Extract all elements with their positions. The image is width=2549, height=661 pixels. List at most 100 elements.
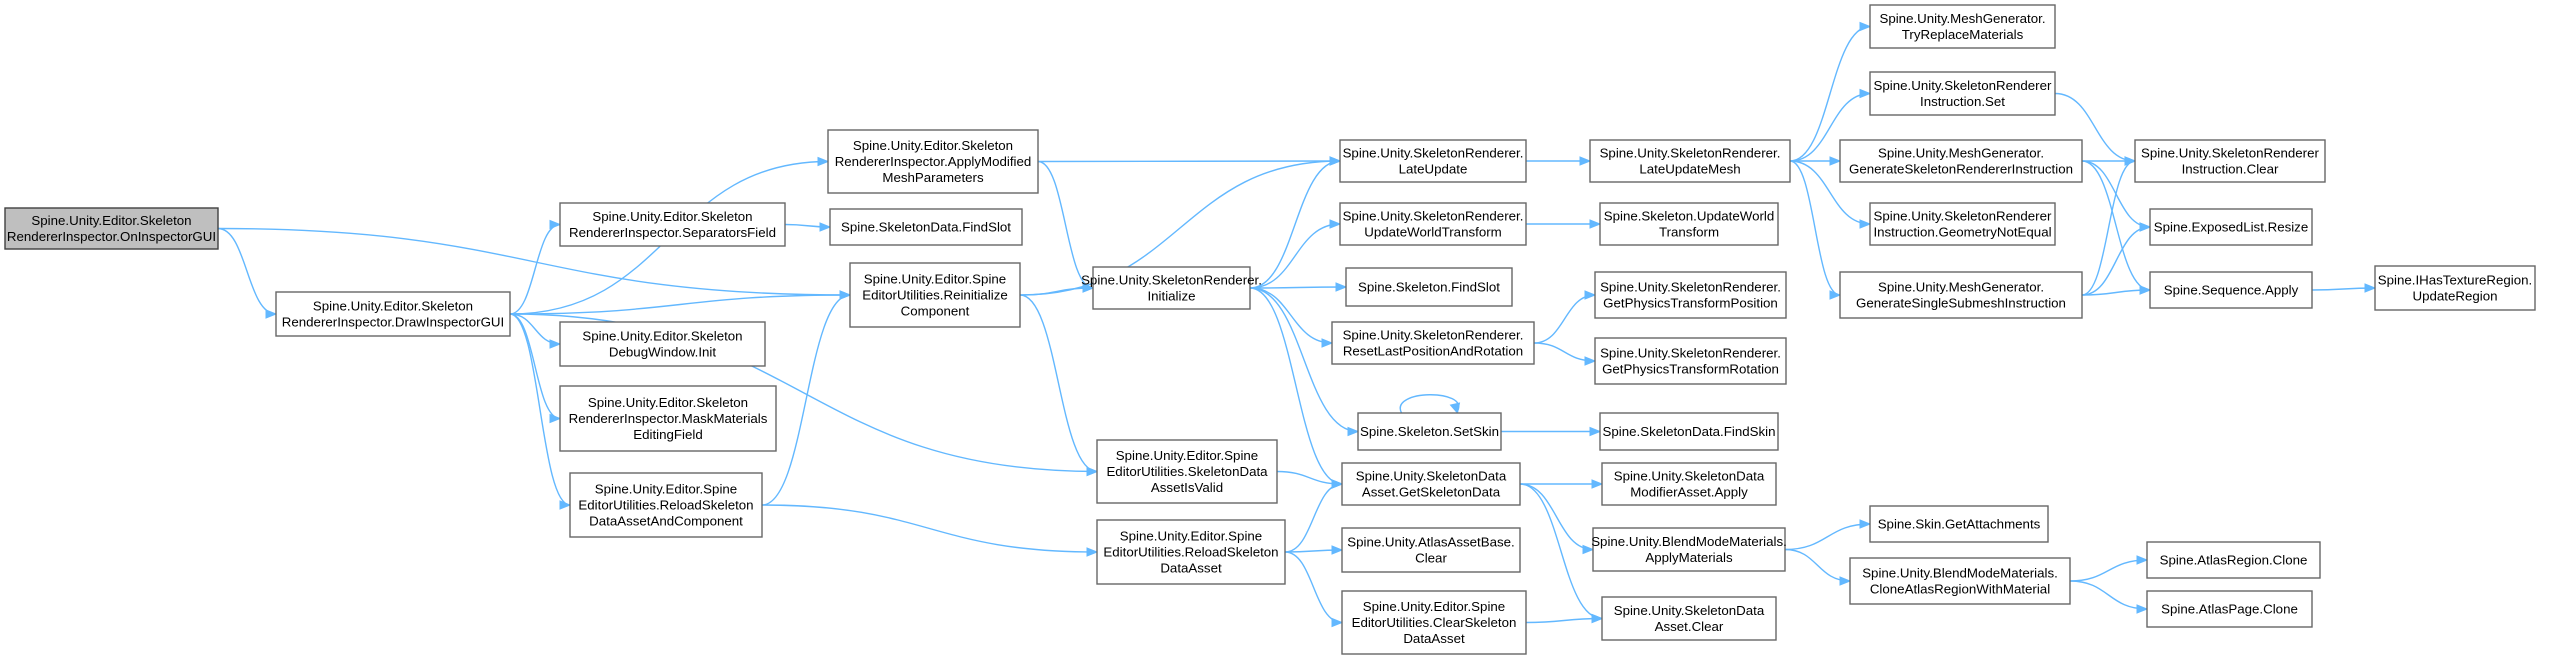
node-skUpdWorld[interactable]: Spine.Skeleton.UpdateWorldTransform [1599, 202, 1779, 246]
node-sdaValid[interactable]: Spine.Unity.Editor.SpineEditorUtilities.… [1096, 439, 1278, 504]
node-getSD[interactable]: Spine.Unity.SkeletonDataAsset.GetSkeleto… [1341, 462, 1521, 506]
node-label: RendererInspector.OnInspectorGUI [7, 229, 216, 244]
node-reinit[interactable]: Spine.Unity.Editor.SpineEditorUtilities.… [849, 262, 1021, 328]
edge-reloadSDA-to-atlasClear [1284, 545, 1344, 555]
node-updWorldTr[interactable]: Spine.Unity.SkeletonRenderer.UpdateWorld… [1339, 202, 1527, 246]
node-label: Spine.Unity.SkeletonData [1356, 469, 1507, 484]
node-lateUpdate[interactable]: Spine.Unity.SkeletonRenderer.LateUpdate [1339, 139, 1527, 183]
node-box [4, 207, 219, 250]
node-label: Spine.Unity.SkeletonRenderer. [1343, 209, 1524, 224]
node-label: Instruction.Clear [2182, 162, 2279, 177]
node-applyMats[interactable]: Spine.Unity.BlendModeMaterials.ApplyMate… [1591, 527, 1787, 572]
node-label: Spine.Unity.SkeletonRenderer. [1600, 280, 1781, 295]
node-label: Asset.Clear [1655, 619, 1724, 634]
node-label: GetPhysicsTransformRotation [1602, 362, 1779, 377]
node-skFindSlot[interactable]: Spine.Skeleton.FindSlot [1345, 267, 1513, 307]
edge-draw-to-reloadComp [509, 313, 572, 510]
node-box [1869, 4, 2056, 49]
node-label: Spine.Unity.SkeletonRenderer [1874, 78, 2052, 93]
node-label: DataAssetAndComponent [589, 514, 743, 529]
node-label: Spine.Skeleton.SetSkin [1360, 424, 1499, 439]
edge-clearSDA-to-sdaClear [1525, 613, 1604, 624]
node-setSkin[interactable]: Spine.Skeleton.SetSkin [1357, 412, 1502, 451]
node-label: LateUpdateMesh [1639, 162, 1740, 177]
node-box [1339, 139, 1527, 183]
node-box [1869, 505, 2049, 543]
node-box [2146, 541, 2321, 579]
edge-srInit-to-setSkin [1249, 287, 1360, 437]
node-label: EditingField [633, 427, 702, 442]
node-lateMesh[interactable]: Spine.Unity.SkeletonRenderer.LateUpdateM… [1589, 139, 1791, 183]
node-box [1341, 462, 1521, 506]
node-atlasClear[interactable]: Spine.Unity.AtlasAssetBase.Clear [1341, 527, 1521, 573]
node-box [1849, 557, 2071, 605]
node-seqApply[interactable]: Spine.Sequence.Apply [2149, 271, 2313, 309]
edge-draw-to-sepField [509, 219, 562, 315]
node-label: Spine.AtlasPage.Clone [2161, 602, 2298, 617]
node-label: DebugWindow.Init [609, 345, 716, 360]
node-regClone[interactable]: Spine.AtlasRegion.Clone [2146, 541, 2321, 579]
node-box [1599, 412, 1779, 451]
node-debugWin[interactable]: Spine.Unity.Editor.SkeletonDebugWindow.I… [559, 321, 766, 367]
node-box [1345, 267, 1513, 307]
node-label: Spine.SkeletonData.FindSkin [1603, 424, 1776, 439]
node-sdFindSlot[interactable]: Spine.SkeletonData.FindSlot [829, 208, 1023, 246]
node-updRegion[interactable]: Spine.IHasTextureRegion.UpdateRegion [2374, 265, 2536, 311]
node-modApply[interactable]: Spine.Unity.SkeletonDataModifierAsset.Ap… [1601, 462, 1777, 506]
edge-reloadComp-to-reinit [761, 290, 852, 506]
node-label: Spine.Unity.Editor.Spine [1116, 448, 1258, 463]
node-box [1092, 266, 1251, 310]
edge-resetLast-to-physRot [1533, 342, 1597, 366]
node-pageClone[interactable]: Spine.AtlasPage.Clone [2146, 590, 2313, 628]
node-label: RendererInspector.DrawInspectorGUI [282, 315, 504, 330]
node-physPos[interactable]: Spine.Unity.SkeletonRenderer.GetPhysicsT… [1594, 271, 1787, 319]
node-geoNotEq[interactable]: Spine.Unity.SkeletonRendererInstruction.… [1869, 202, 2056, 246]
node-label: RendererInspector.ApplyModified [835, 154, 1032, 169]
node-draw[interactable]: Spine.Unity.Editor.SkeletonRendererInspe… [275, 291, 511, 337]
node-tryReplace[interactable]: Spine.Unity.MeshGenerator.TryReplaceMate… [1869, 4, 2056, 49]
edge-getSD-to-modApply [1519, 479, 1604, 489]
node-label: Spine.Unity.SkeletonRenderer. [1600, 146, 1781, 161]
node-label: Spine.Unity.Editor.Spine [1120, 529, 1262, 544]
edge-resetLast-to-physPos [1533, 290, 1597, 344]
edge-srInit-to-lateUpdate [1249, 156, 1342, 289]
node-applyMod[interactable]: Spine.Unity.Editor.SkeletonRendererInspe… [827, 129, 1039, 194]
node-physRot[interactable]: Spine.Unity.SkeletonRenderer.GetPhysicsT… [1594, 337, 1787, 385]
node-box [569, 472, 763, 538]
node-label: Spine.Unity.Editor.Skeleton [592, 209, 752, 224]
node-root[interactable]: Spine.Unity.Editor.SkeletonRendererInspe… [4, 207, 219, 250]
node-resetLast[interactable]: Spine.Unity.SkeletonRenderer.ResetLastPo… [1331, 321, 1535, 365]
node-box [1601, 596, 1777, 641]
node-label: CloneAtlasRegionWithMaterial [1870, 582, 2050, 597]
node-maskMat[interactable]: Spine.Unity.Editor.SkeletonRendererInspe… [559, 385, 777, 452]
node-label: Spine.ExposedList.Resize [2154, 220, 2308, 235]
node-sdFindSkin[interactable]: Spine.SkeletonData.FindSkin [1599, 412, 1779, 451]
node-label: Instruction.Set [1920, 94, 2005, 109]
node-getAttach[interactable]: Spine.Skin.GetAttachments [1869, 505, 2049, 543]
node-label: Clear [1415, 551, 1447, 566]
node-reloadComp[interactable]: Spine.Unity.Editor.SpineEditorUtilities.… [569, 472, 763, 538]
node-instrClear[interactable]: Spine.Unity.SkeletonRendererInstruction.… [2134, 139, 2326, 183]
edge-draw-to-debugWin [509, 313, 562, 349]
node-instrSet[interactable]: Spine.Unity.SkeletonRendererInstruction.… [1869, 71, 2056, 116]
node-reloadSDA[interactable]: Spine.Unity.Editor.SpineEditorUtilities.… [1096, 519, 1286, 585]
edge-root-to-draw [217, 227, 278, 319]
node-genSSI[interactable]: Spine.Unity.MeshGenerator.GenerateSingle… [1839, 271, 2083, 319]
node-cloneAtlas[interactable]: Spine.Unity.BlendModeMaterials.CloneAtla… [1849, 557, 2071, 605]
node-box [829, 208, 1023, 246]
node-srInit[interactable]: Spine.Unity.SkeletonRenderer.Initialize [1081, 266, 1262, 310]
node-genSRI[interactable]: Spine.Unity.MeshGenerator.GenerateSkelet… [1839, 139, 2083, 183]
edge-srInit-to-updWorldTr [1249, 219, 1342, 289]
node-label: Spine.Unity.Editor.Skeleton [313, 299, 473, 314]
edge-sepField-to-sdFindSlot [784, 222, 832, 232]
node-label: Spine.Unity.SkeletonRenderer [1874, 209, 2052, 224]
node-elResize[interactable]: Spine.ExposedList.Resize [2149, 208, 2313, 246]
node-sepField[interactable]: Spine.Unity.Editor.SkeletonRendererInspe… [559, 202, 786, 247]
node-box [1869, 202, 2056, 246]
node-clearSDA[interactable]: Spine.Unity.Editor.SpineEditorUtilities.… [1341, 590, 1527, 655]
edge-updWorldTr-to-skUpdWorld [1526, 219, 1602, 229]
node-label: GetPhysicsTransformPosition [1603, 296, 1778, 311]
node-label: Spine.Unity.SkeletonRenderer. [1081, 273, 1262, 288]
